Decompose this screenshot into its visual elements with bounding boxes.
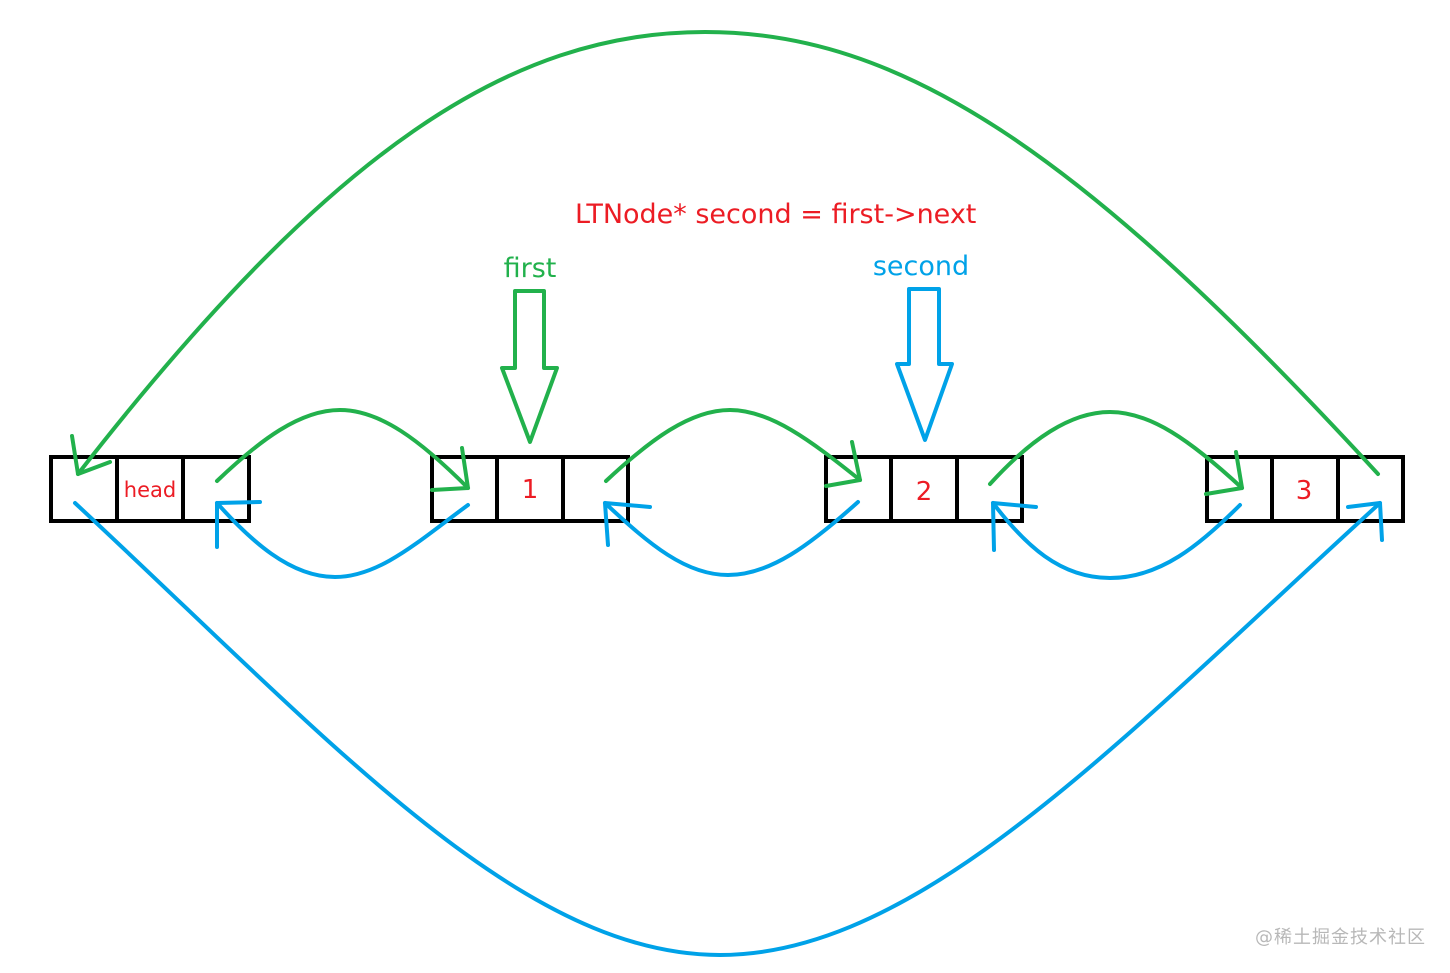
node-3 [1205, 455, 1405, 523]
node-head-frame [49, 455, 251, 523]
node-head-label: head [124, 478, 176, 502]
prev-arrow-head-to-tail [73, 501, 1382, 957]
prev-arrow-2-to-1 [603, 500, 860, 577]
node-head [49, 455, 251, 523]
first-pointer-arrow [500, 289, 559, 444]
node-3-label: 3 [1296, 476, 1313, 506]
arrowhead-icon [1346, 501, 1384, 542]
arrowhead-icon [430, 446, 470, 492]
next-arrow-tail-to-head [76, 30, 1380, 476]
node-2-label: 2 [916, 477, 933, 507]
arrowhead-icon [824, 440, 862, 488]
arrowhead-icon [215, 500, 262, 549]
prev-arrow-3-to-2 [991, 501, 1242, 580]
watermark: @稀土掘金技术社区 [1255, 927, 1426, 948]
node-3-frame [1205, 455, 1405, 523]
first-pointer-label: first [504, 253, 557, 284]
next-arrow-2-to-3 [988, 410, 1244, 490]
node-1-label: 1 [522, 475, 539, 505]
next-arrow-1-to-2 [604, 408, 862, 483]
second-pointer-label: second [873, 251, 969, 282]
second-pointer-arrow [895, 287, 954, 442]
code-statement: LTNode* second = first->next [575, 199, 976, 230]
node-2-frame [824, 455, 1024, 523]
arrowhead-icon [70, 434, 112, 476]
next-arrow-head-to-1 [215, 408, 470, 490]
arrowhead-icon [991, 501, 1038, 552]
arrowhead-icon [1204, 450, 1244, 496]
arrowhead-icon [603, 501, 652, 547]
prev-arrow-1-to-head [215, 501, 470, 579]
node-2 [824, 455, 1024, 523]
